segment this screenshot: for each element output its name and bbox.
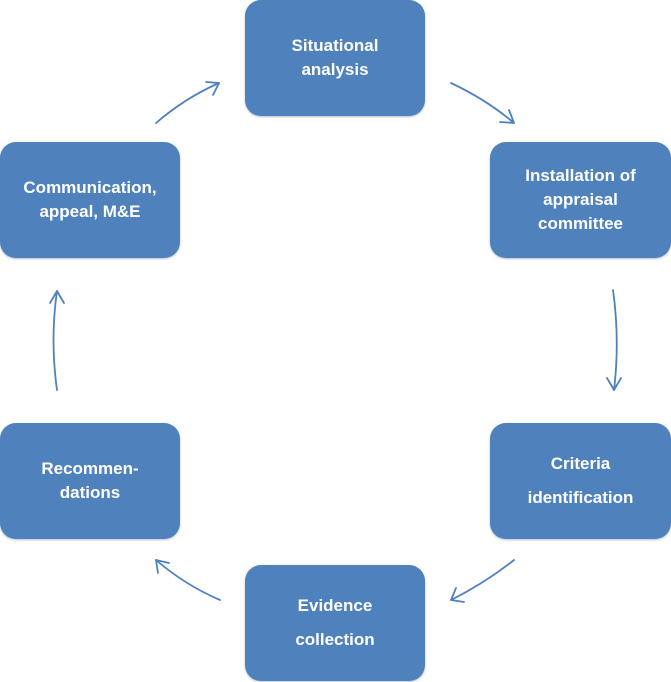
step-label: Criteria identification — [527, 454, 634, 507]
step-label: Installation of appraisal committee — [525, 166, 636, 233]
arrow-evidence-to-recommendations — [155, 559, 221, 601]
step-evidence-collection: Evidence collection — [245, 565, 425, 681]
step-label: Communication, appeal, M&E — [23, 178, 157, 221]
step-communication-appeal-me: Communication, appeal, M&E — [0, 142, 180, 258]
arrow-situational-to-installation — [450, 82, 515, 124]
arrow-installation-to-criteria — [606, 289, 622, 391]
step-label: Situational analysis — [291, 36, 379, 79]
step-situational-analysis: Situational analysis — [245, 0, 425, 116]
step-label: Recommen- dations — [41, 459, 139, 502]
step-installation-of-appraisal-committee: Installation of appraisal committee — [490, 142, 671, 258]
step-criteria-identification: Criteria identification — [490, 423, 671, 539]
arrow-recommendations-to-communication — [49, 290, 65, 391]
step-recommendations: Recommen- dations — [0, 423, 180, 539]
arrow-communication-to-situational — [155, 81, 220, 124]
arrow-criteria-to-evidence — [450, 559, 515, 603]
step-label: Evidence collection — [295, 596, 375, 649]
